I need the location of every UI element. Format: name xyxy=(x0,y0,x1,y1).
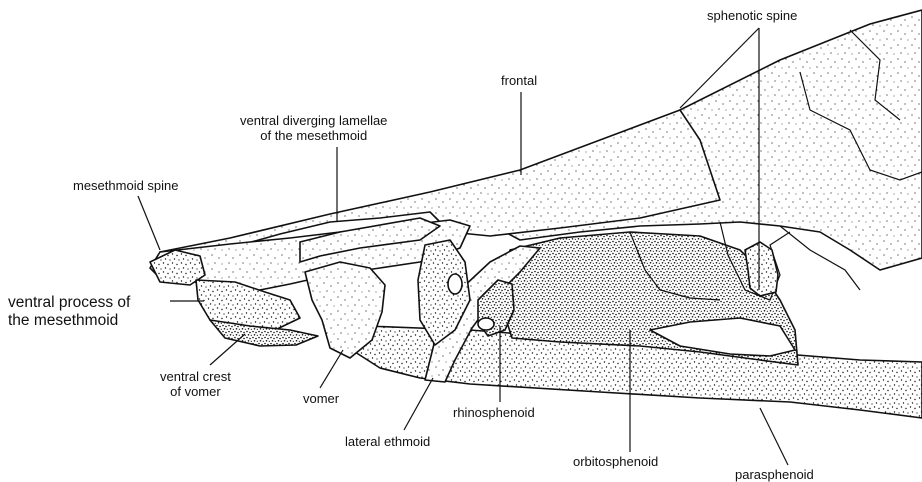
leader-parasphenoid xyxy=(760,408,788,465)
lateral-ethmoid-foramen xyxy=(448,274,462,294)
leader-lateral-ethmoid xyxy=(404,378,433,430)
label-sphenotic-spine: sphenotic spine xyxy=(707,8,797,23)
label-parasphenoid: parasphenoid xyxy=(735,467,814,482)
label-lateral-ethmoid: lateral ethmoid xyxy=(345,434,430,449)
label-vomer: vomer xyxy=(303,391,339,406)
label-ventral-process: ventral process of the mesethmoid xyxy=(8,294,130,330)
label-ventral-diverging-lamellae: ventral diverging lamellae of the meseth… xyxy=(240,113,387,143)
label-ventral-crest-of-vomer: ventral crest of vomer xyxy=(160,369,231,399)
label-rhinosphenoid: rhinosphenoid xyxy=(453,405,535,420)
leader-vomer xyxy=(320,350,343,388)
label-frontal: frontal xyxy=(501,73,537,88)
sphenotic-spine xyxy=(745,242,778,296)
label-mesethmoid-spine: mesethmoid spine xyxy=(73,178,179,193)
label-orbitosphenoid: orbitosphenoid xyxy=(573,454,658,469)
leader-mesethmoid-spine xyxy=(138,196,160,250)
rhinosphenoid-foramen xyxy=(478,318,494,330)
